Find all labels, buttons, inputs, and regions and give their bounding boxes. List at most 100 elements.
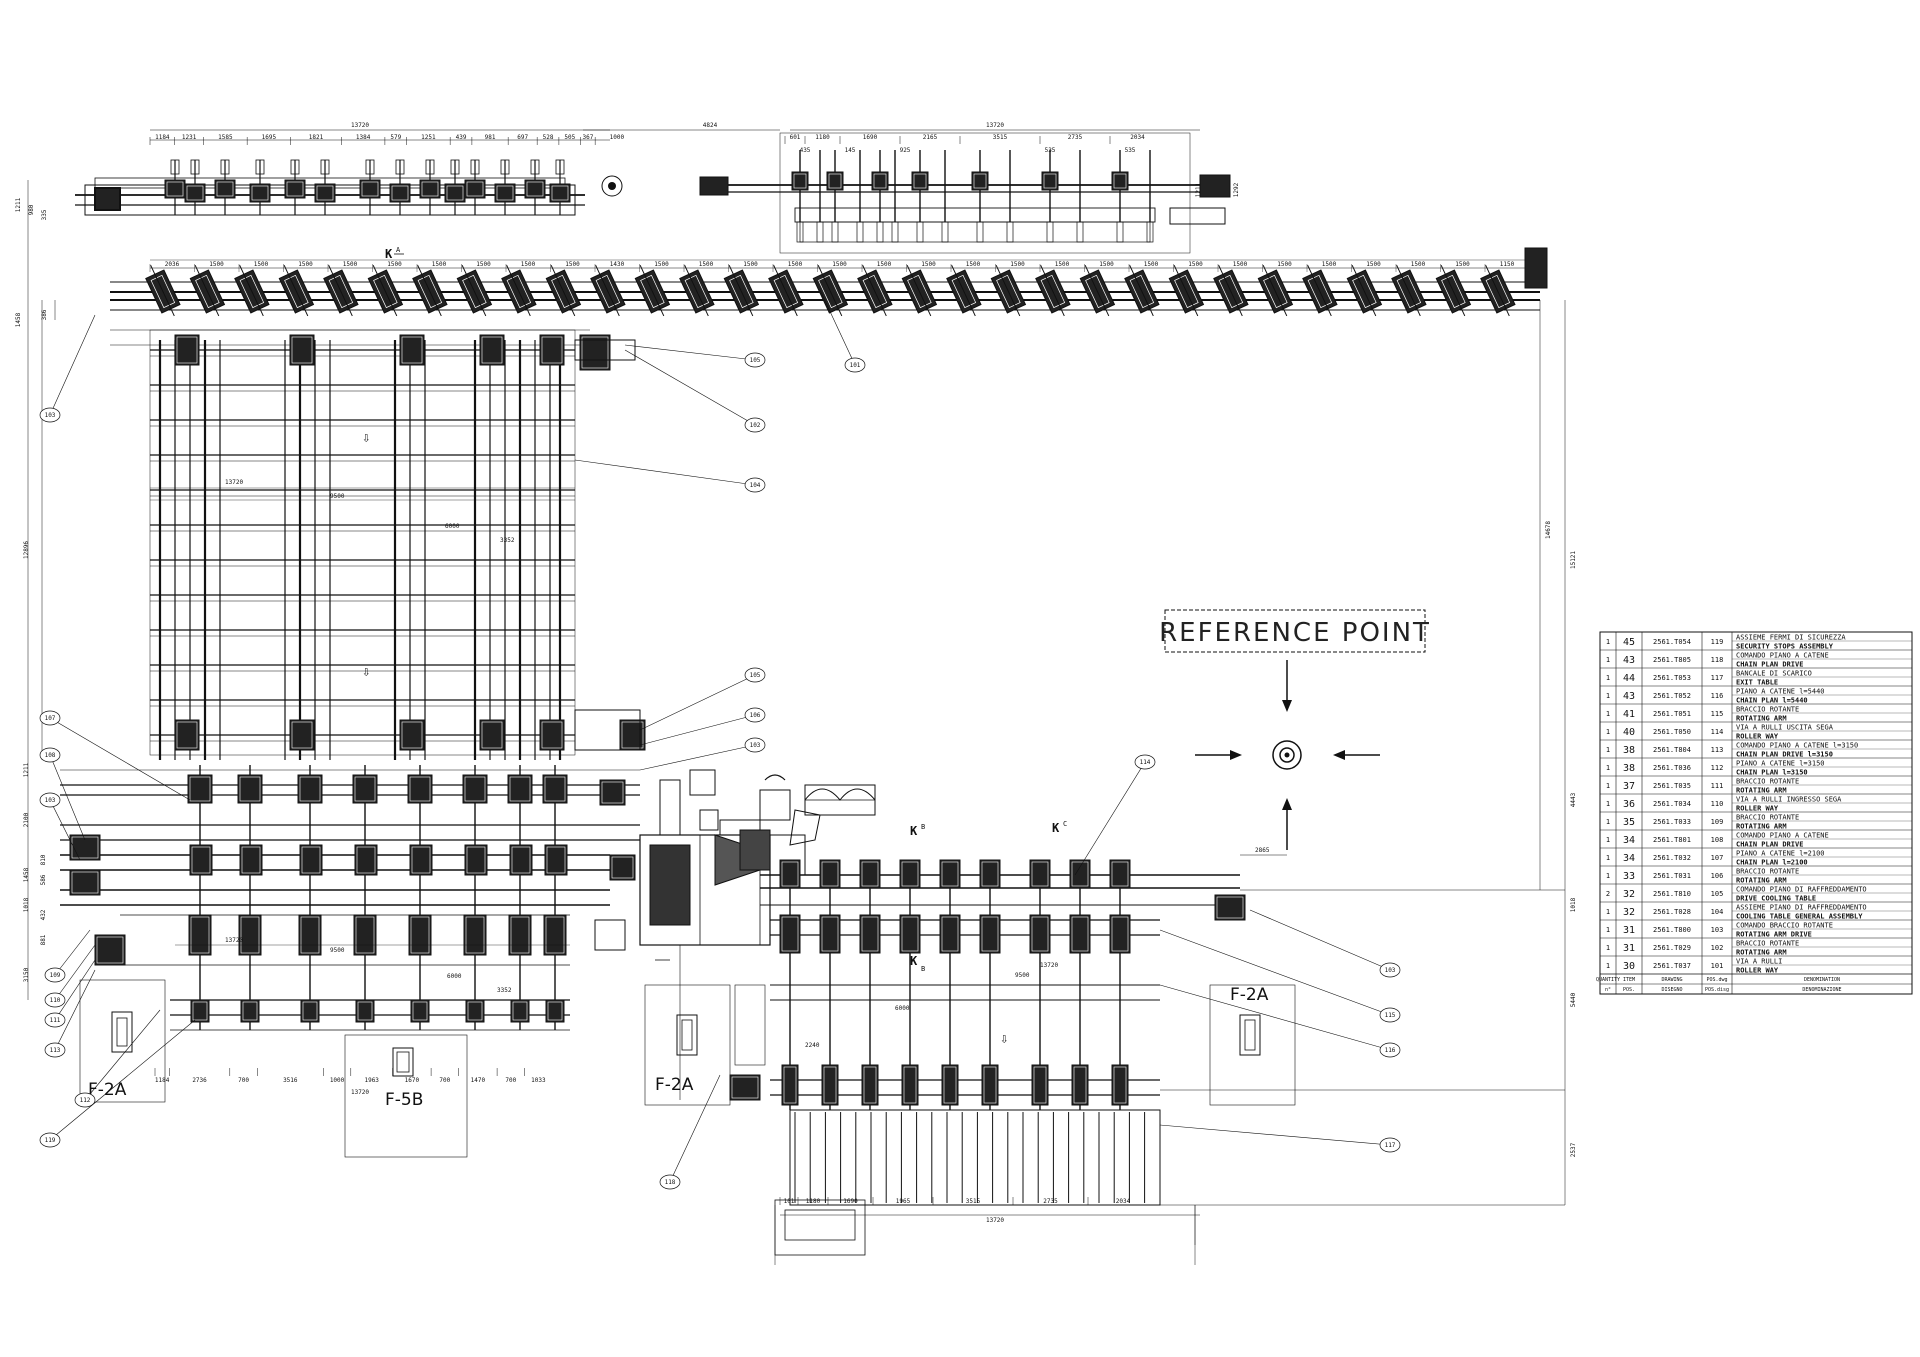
roller-axis [639, 264, 665, 317]
drive-body [779, 859, 801, 889]
callout-bubble [1379, 1007, 1401, 1023]
dim-right-bottom-0: 101 [784, 1198, 795, 1205]
callout-bubble [844, 357, 866, 373]
drive-inner [190, 916, 210, 954]
drive-inner [1113, 1066, 1127, 1104]
dim-main-3352: 3352 [500, 537, 515, 544]
exit-area-units [729, 859, 1246, 1110]
drive-inner [544, 776, 566, 802]
drive-body [479, 719, 505, 751]
leader-line [49, 314, 96, 416]
dim-right-bottom-5: 2735 [1043, 1198, 1058, 1205]
bom-drawing: 2561.T050 [1653, 728, 1691, 736]
roller-axis [417, 264, 442, 317]
lower-drive [239, 844, 263, 876]
diagonal-roller [1346, 264, 1383, 317]
leader-line [1159, 929, 1391, 1016]
roller-drive [911, 171, 929, 191]
roller-axis [1351, 264, 1377, 317]
drive-body [971, 171, 989, 191]
roller-drive [464, 179, 486, 199]
drive-inner [941, 861, 959, 887]
drive-body [354, 844, 378, 876]
lower-drive [408, 914, 432, 956]
roller-axis [951, 264, 976, 317]
exit-drive [899, 914, 921, 954]
exit-side-drive [1214, 894, 1246, 921]
drive-body [299, 844, 323, 876]
dim-roller-pitch-13: 1500 [743, 261, 758, 268]
drive-inner [1111, 861, 1129, 887]
lower-drive [464, 844, 488, 876]
callout-bubble [44, 1042, 66, 1058]
callout-bubble [744, 477, 766, 493]
drive-inner [71, 836, 99, 859]
dim-top-right-1: 1180 [815, 134, 830, 141]
roller-drive [389, 183, 411, 203]
drive-body [359, 179, 381, 199]
drive-inner [239, 776, 261, 802]
callout-bubble [44, 992, 66, 1008]
callout-107: 107 [45, 715, 56, 722]
drive-body [543, 914, 567, 956]
drive-inner [466, 181, 484, 197]
roller-leg [916, 221, 924, 243]
bom-desc-it: PIANO A CATENE l=3150 [1736, 760, 1825, 768]
roller-drive [494, 183, 516, 203]
roller-axis [283, 264, 309, 317]
roller-leg [876, 221, 884, 243]
drive-body [901, 1064, 919, 1106]
lower-drive [354, 844, 378, 876]
drive-body [249, 183, 271, 203]
bom-ref: 107 [1711, 854, 1724, 862]
dim-left-vert-11: 1018 [23, 897, 30, 912]
callout-bubble [39, 747, 61, 763]
roller-drive [791, 171, 809, 191]
drive-body [1041, 171, 1059, 191]
drive-body [539, 334, 565, 366]
exit-drive [781, 1064, 799, 1106]
drive-inner [823, 1066, 837, 1104]
bom-qty: 1 [1606, 782, 1610, 790]
bom-desc-it: BRACCIO ROTANTE [1736, 706, 1799, 714]
zone-f2a-mid: F-2A [655, 1075, 694, 1095]
drive-body [174, 719, 200, 751]
callout-113: 113 [50, 1047, 61, 1054]
cooling-drive [174, 719, 200, 751]
drive-inner [551, 185, 569, 201]
roller-axis [372, 264, 398, 317]
dim-roller-pitch-4: 1500 [343, 261, 358, 268]
leader-line [49, 1019, 196, 1141]
roller-cap [320, 159, 330, 175]
drive-inner [861, 916, 879, 952]
drive-body [297, 774, 323, 804]
lower-drive [300, 999, 320, 1023]
callout-118: 118 [665, 1179, 676, 1186]
leader-line [54, 944, 96, 1001]
section-a-letter: A [396, 246, 401, 254]
drive-body [1071, 1064, 1089, 1106]
leader-line [49, 754, 86, 841]
bom-pos: 31 [1623, 925, 1635, 936]
dim-bottom-left-6: 1670 [405, 1077, 420, 1084]
dim-top-left-10: 697 [517, 134, 528, 141]
dim-top-right-sub-3: 535 [1045, 147, 1056, 154]
roller-drive [1041, 171, 1059, 191]
dim-right-bottom-total: 13720 [986, 1217, 1004, 1224]
exit-table-slats [794, 1112, 1146, 1203]
drive-body [462, 774, 488, 804]
dim-top-left-2: 1585 [218, 134, 233, 141]
bom-desc-en: SECURITY STOPS ASSEMBLY [1736, 643, 1834, 651]
diagonal-roller [1302, 264, 1338, 317]
cooling-drive [479, 334, 505, 366]
bom-qty: 1 [1606, 854, 1610, 862]
drive-body [1109, 859, 1131, 889]
diagonal-roller [545, 264, 582, 317]
roller-leg [1146, 221, 1154, 243]
drive-body [859, 859, 881, 889]
roller-drive [214, 179, 236, 199]
dim-right-bottom-1: 1180 [806, 1198, 821, 1205]
roller-cap [555, 159, 565, 175]
